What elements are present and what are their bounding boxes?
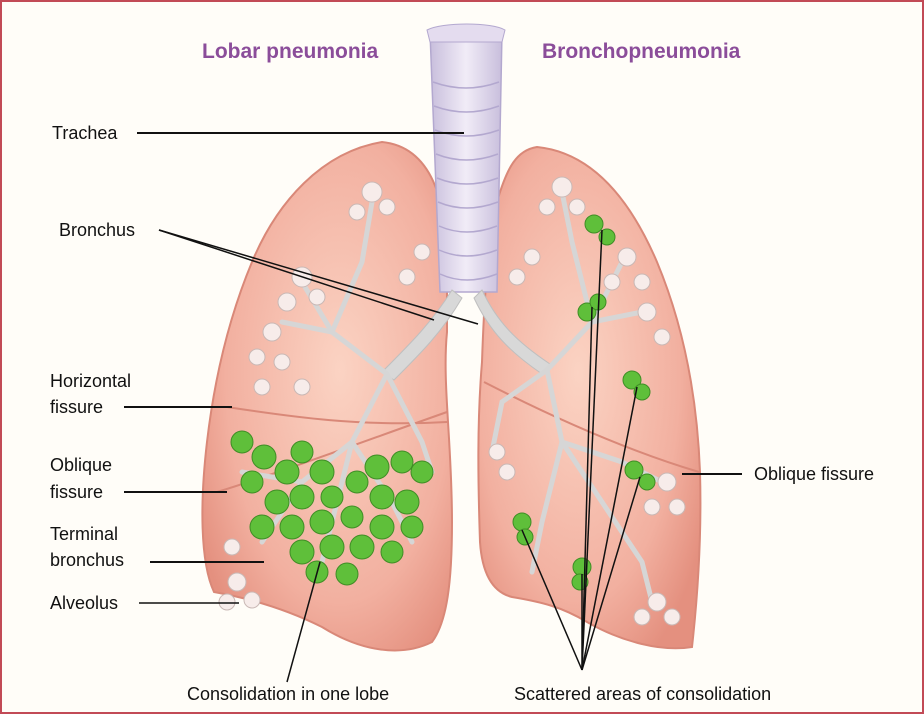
consolidation-one-lobe-label: Consolidation in one lobe (187, 684, 389, 704)
terminal-bronchus-label-line2: bronchus (50, 550, 124, 570)
oblique-fissure-right-label: Oblique fissure (754, 464, 874, 484)
lobar-pneumonia-title: Lobar pneumonia (202, 40, 378, 63)
trachea-label: Trachea (52, 123, 118, 143)
oblique-fissure-left-label-line1: Oblique (50, 455, 112, 475)
horizontal-fissure-label-line1: Horizontal (50, 371, 131, 391)
scattered-consolidation-label: Scattered areas of consolidation (514, 684, 771, 704)
trachea (427, 24, 505, 292)
bronchopneumonia-title: Bronchopneumonia (542, 40, 741, 63)
terminal-bronchus-label-line1: Terminal (50, 524, 118, 544)
bronchus-label: Bronchus (59, 220, 135, 240)
horizontal-fissure-label-line2: fissure (50, 397, 103, 417)
alveolus-label: Alveolus (50, 593, 118, 613)
oblique-fissure-left-label-line2: fissure (50, 482, 103, 502)
